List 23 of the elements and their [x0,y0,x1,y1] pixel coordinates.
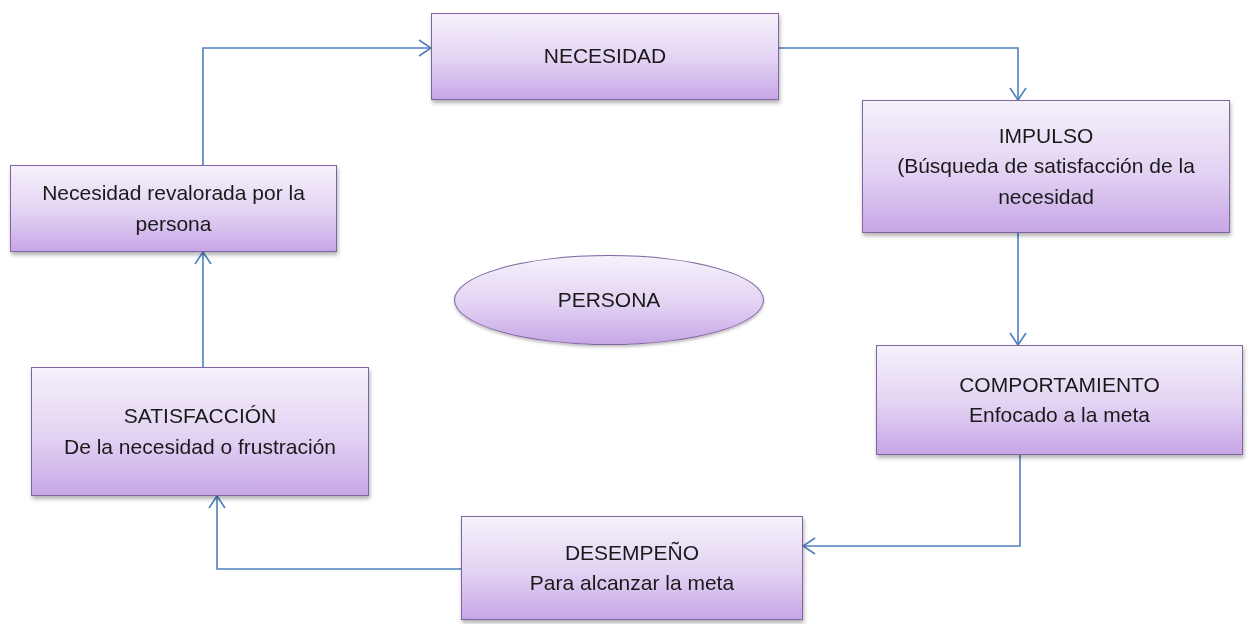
process-box [862,100,1230,233]
process-box [431,13,779,100]
process-box [461,516,803,620]
node-text: Enfocado a la meta [969,402,1150,428]
arrow [778,47,1027,101]
node-title: SATISFACCIÓN [123,403,277,430]
node-text: (Búsqueda de satisfacción de la necesidad [896,153,1196,210]
arrow [194,251,212,368]
node-text: NECESIDAD [543,43,667,70]
arrow [202,39,432,166]
node-title: DESEMPEÑO [564,539,700,566]
arrow [802,454,1021,555]
node-text: PERSONA [557,286,661,313]
arrow [208,495,462,570]
node-text: Necesidad revalorada por la persona [41,180,306,237]
node-title: IMPULSO [998,122,1094,149]
arrow [1009,232,1027,346]
process-box [10,165,337,252]
node-text: Para alcanzar la meta [529,570,735,596]
process-box [876,345,1243,455]
process-box [31,367,369,496]
node-text: De la necesidad o frustración [64,433,336,460]
node-title: COMPORTAMIENTO [959,371,1160,398]
